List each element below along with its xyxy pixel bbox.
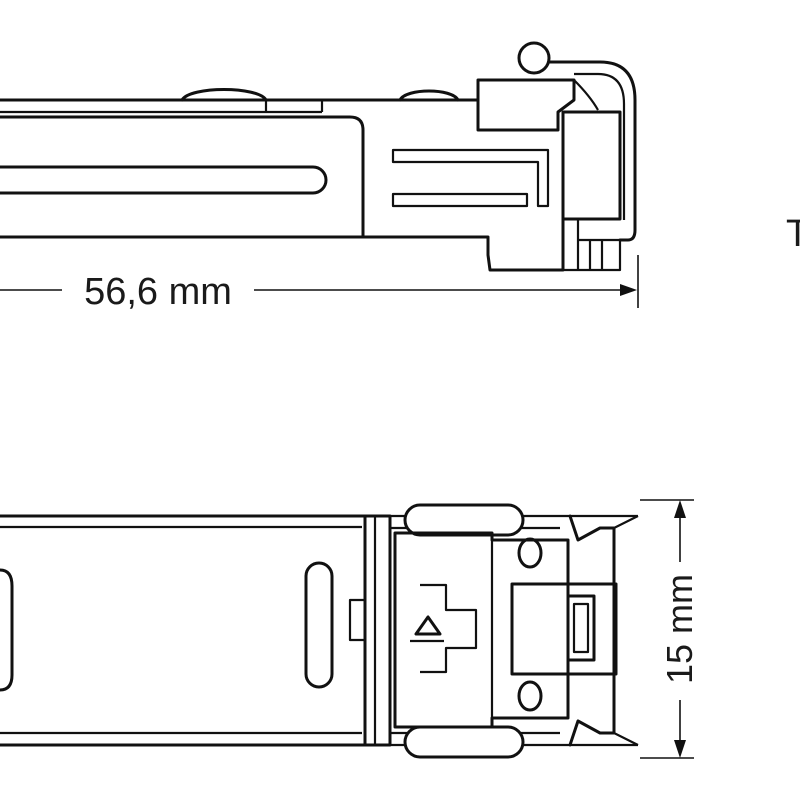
- housing-inner-outline: [0, 525, 362, 735]
- latch-rails: [373, 514, 638, 747]
- contact-window: [566, 594, 596, 662]
- connector-foot: [476, 217, 565, 272]
- right-slot: [304, 561, 334, 689]
- bottom-cap: [403, 725, 525, 759]
- side-view: [0, 41, 637, 272]
- housing-outline: [0, 514, 367, 747]
- housing-panel: [0, 115, 365, 239]
- bail-curve: [573, 79, 599, 111]
- right-bracket-lip: [613, 515, 639, 746]
- connector-pins: [563, 219, 622, 272]
- width-arrow-bottom: [674, 740, 686, 758]
- length-arrow-right: [620, 284, 637, 296]
- width-arrow-top: [674, 500, 686, 518]
- bail-handle-inner: [574, 72, 626, 220]
- bail-handle: [538, 60, 637, 242]
- center-frame: [393, 531, 570, 729]
- top-view: [0, 503, 639, 759]
- connector-block: [510, 582, 618, 676]
- hole-top: [517, 537, 543, 569]
- bail-pivot: [517, 41, 551, 75]
- contact-window-inner: [572, 602, 590, 654]
- latch-channel: [391, 148, 550, 208]
- latch-housing: [363, 514, 392, 747]
- width-label: 15 mm: [659, 574, 700, 684]
- latch-block: [561, 110, 622, 221]
- top-nub-right: [398, 89, 460, 102]
- long-slot: [0, 165, 328, 195]
- top-cap: [403, 503, 525, 537]
- top-nub-left: [180, 88, 268, 102]
- hole-bottom: [517, 680, 543, 712]
- center-key: [420, 583, 478, 674]
- direction-arrow: [414, 615, 442, 636]
- body-step: [264, 100, 324, 112]
- right-bracket: [568, 514, 616, 747]
- latch-bar: [391, 192, 529, 208]
- edge-text: T: [786, 213, 800, 255]
- length-dimension: 56,6 mm: [0, 255, 639, 313]
- left-slot: [0, 568, 14, 692]
- width-dimension: 15 mm: [640, 499, 700, 759]
- length-label: 56,6 mm: [84, 271, 232, 313]
- side-notch: [348, 598, 365, 642]
- latch-frame: [476, 78, 576, 132]
